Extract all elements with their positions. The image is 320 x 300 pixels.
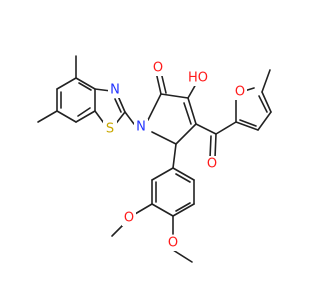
bond	[235, 121, 259, 131]
bond	[183, 102, 192, 125]
canvas-background	[0, 0, 300, 300]
bond	[187, 83, 197, 99]
bond	[258, 95, 268, 113]
bond	[151, 167, 174, 181]
bond	[195, 123, 217, 135]
bond	[160, 93, 189, 99]
atom-o-ketone: O	[205, 156, 219, 172]
atom-label-o-furan: O	[235, 85, 245, 100]
bond	[172, 167, 195, 181]
bond	[175, 123, 197, 145]
bond	[239, 119, 257, 127]
atom-s-thiazole: S	[103, 121, 117, 137]
bond	[209, 135, 212, 159]
bonds	[37, 55, 272, 263]
atom-label-o-ketone: O	[207, 157, 217, 172]
atom-label-o-methoxy-upper: O	[124, 211, 134, 226]
atom-labels: N S N O HO O O	[103, 60, 247, 251]
atom-label-o-hydroxy: HO	[188, 71, 208, 86]
bond	[75, 110, 96, 123]
bond	[124, 111, 135, 125]
bond	[56, 110, 77, 123]
bond	[172, 143, 177, 169]
atom-o-methoxy-upper: O	[122, 210, 136, 226]
atom-label-n-pyrrole: N	[136, 120, 146, 135]
molecule-structure: N S N O HO O O	[0, 0, 300, 300]
atom-label-n-thiazole: N	[110, 83, 120, 98]
bond	[175, 173, 191, 183]
bond	[37, 110, 58, 123]
atom-o-methoxy-lower: O	[166, 235, 180, 251]
bond	[77, 107, 91, 117]
bond	[117, 95, 126, 113]
bond	[56, 77, 77, 90]
bond	[75, 77, 96, 90]
bond	[172, 203, 195, 217]
atom-label-o-methoxy-lower: O	[168, 236, 178, 251]
bond	[151, 131, 177, 145]
bond	[151, 203, 174, 217]
atom-label-o-carbonyl: O	[153, 61, 163, 76]
atom-n-thiazole: N	[108, 82, 122, 98]
bond	[261, 91, 272, 113]
bond	[147, 93, 162, 121]
bond	[257, 111, 272, 131]
bond	[214, 133, 217, 159]
atom-o-carbonyl: O	[151, 60, 165, 76]
bond	[215, 121, 237, 135]
bond	[78, 82, 92, 91]
bond	[175, 202, 191, 212]
bond	[187, 97, 197, 125]
bond	[172, 249, 193, 263]
atom-n-pyrrole: N	[134, 119, 148, 135]
bond	[134, 203, 153, 215]
bond	[114, 98, 122, 113]
bond	[261, 69, 271, 93]
atom-o-furan: O	[233, 84, 247, 100]
atom-o-hydroxy: HO	[186, 70, 210, 86]
atom-label-s-thiazole: S	[106, 122, 114, 137]
